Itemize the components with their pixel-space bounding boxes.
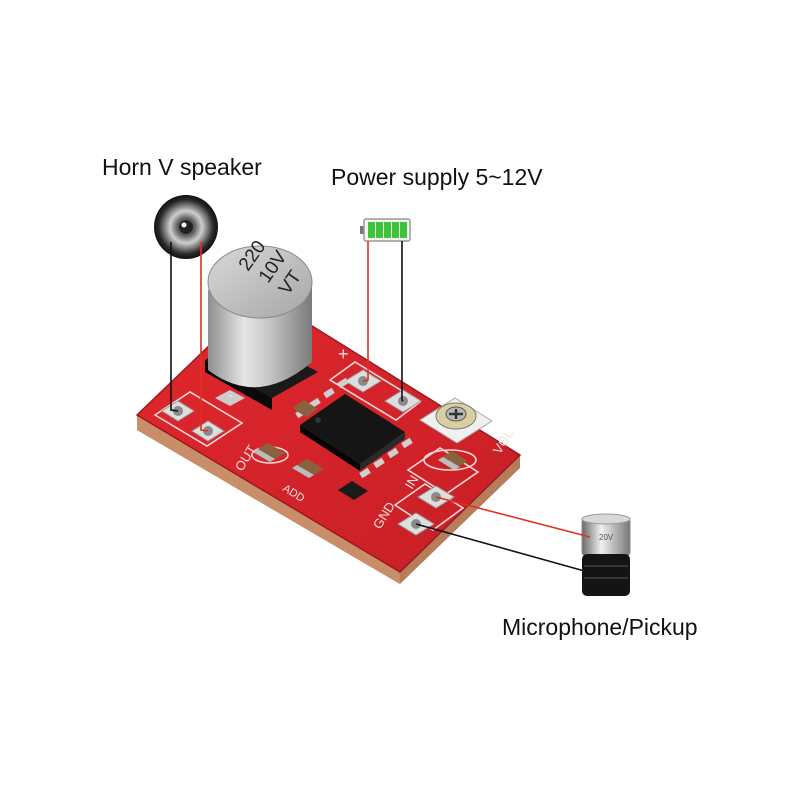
power-supply-label: Power supply 5~12V (331, 164, 543, 190)
volume-trimmer (419, 397, 493, 444)
mic-marking: 20V (599, 533, 614, 542)
microphone-icon: 20V (581, 513, 631, 596)
speaker-wire-black (170, 242, 179, 412)
mic-wire-black (415, 523, 589, 573)
smd-components (253, 400, 468, 500)
silk-minus: - (228, 387, 233, 404)
wires (170, 241, 591, 573)
speaker-wire-red (200, 242, 209, 432)
battery-icon (360, 218, 411, 242)
speaker-icon (154, 195, 218, 259)
power-wire-black (401, 241, 404, 402)
speaker-label: Horn V speaker (102, 154, 262, 180)
microphone-label: Microphone/Pickup (502, 614, 698, 640)
mic-wire-red (435, 496, 591, 538)
power-wire-red (362, 241, 369, 382)
capacitor: 220 10V VT (205, 237, 318, 410)
ic-chip (295, 377, 413, 479)
silk-plus: + (338, 344, 349, 364)
